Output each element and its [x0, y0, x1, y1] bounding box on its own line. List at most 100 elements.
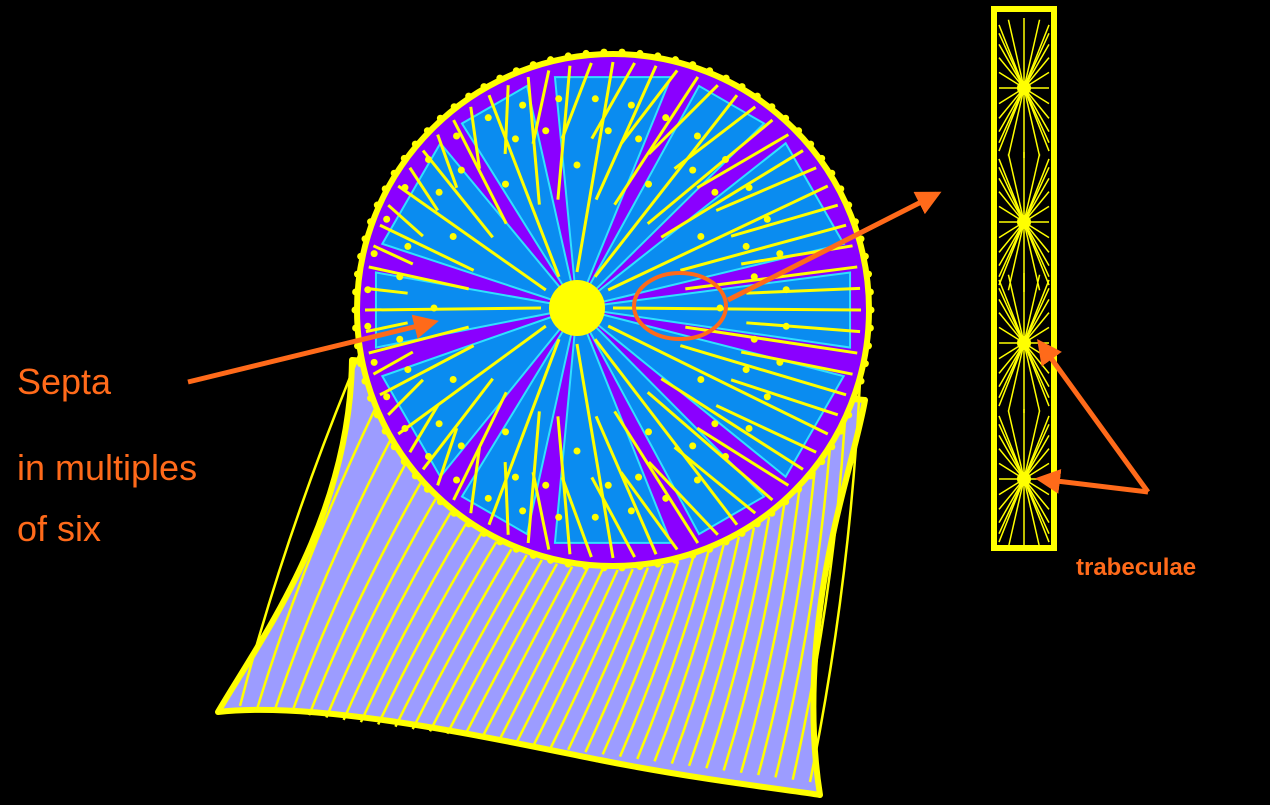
rim-dot [807, 141, 814, 148]
rim-dot [636, 563, 643, 570]
septum-dot [689, 442, 696, 449]
rim-dot [451, 510, 458, 517]
trabecula-center [1017, 81, 1031, 95]
septum-dot [743, 366, 750, 373]
rim-dot [354, 271, 361, 278]
septum-dot [450, 233, 457, 240]
rim-dot [513, 67, 520, 74]
rim-dot [412, 472, 419, 479]
trabeculae-section [994, 9, 1054, 549]
septum-dot [485, 114, 492, 121]
rim-dot [862, 253, 869, 260]
rim-dot [818, 155, 825, 162]
septum-dot [401, 184, 408, 191]
rim-dot [424, 486, 431, 493]
septum-dot [605, 482, 612, 489]
multiples-label-line1: in multiples [17, 450, 197, 486]
rim-dot [361, 378, 368, 385]
rim-dot [496, 75, 503, 82]
septum-dot [383, 216, 390, 223]
septum-dot [711, 420, 718, 427]
trabecula-center [1017, 215, 1031, 229]
septum-dot [371, 359, 378, 366]
rim-dot [424, 127, 431, 134]
rim-dot [530, 552, 537, 559]
septum-line [365, 308, 541, 310]
rim-dot [530, 61, 537, 68]
rim-dot [382, 185, 389, 192]
rim-dot [828, 170, 835, 177]
rim-dot [401, 458, 408, 465]
septum-dot [694, 132, 701, 139]
rim-dot [768, 510, 775, 517]
septum-dot [404, 243, 411, 250]
septum-dot [689, 167, 696, 174]
rim-dot [600, 564, 607, 571]
rim-dot [754, 93, 761, 100]
rim-dot [768, 103, 775, 110]
septum-dot [746, 425, 753, 432]
septum-dot [776, 250, 783, 257]
septum-dot [717, 305, 724, 312]
septum-dot [519, 507, 526, 514]
rim-dot [837, 185, 844, 192]
rim-dot [437, 115, 444, 122]
septum-dot [502, 181, 509, 188]
rim-dot [352, 324, 359, 331]
septum-dot [371, 250, 378, 257]
trabeculae-label: trabeculae [1076, 556, 1196, 580]
rim-dot [583, 50, 590, 57]
rim-dot [391, 170, 398, 177]
rim-dot [412, 141, 419, 148]
septum-dot [751, 273, 758, 280]
rim-dot [706, 546, 713, 553]
septum-dot [450, 376, 457, 383]
septum-dot [783, 323, 790, 330]
septum-dot [364, 323, 371, 330]
rim-dot [739, 530, 746, 537]
septum-dot [764, 393, 771, 400]
septum-dot [635, 474, 642, 481]
rim-dot [481, 83, 488, 90]
septum-dot [662, 114, 669, 121]
septum-dot [396, 336, 403, 343]
septum-dot [512, 474, 519, 481]
rim-dot [357, 360, 364, 367]
rim-dot [706, 67, 713, 74]
septum-dot [628, 507, 635, 514]
rim-dot [513, 546, 520, 553]
rim-dot [374, 202, 381, 209]
septa-label: Septa [17, 364, 111, 400]
septum-dot [746, 184, 753, 191]
septum-dot [697, 376, 704, 383]
rim-dot [865, 271, 872, 278]
septum-dot [645, 428, 652, 435]
rim-dot [565, 52, 572, 59]
septum-dot [436, 189, 443, 196]
septum-dot [743, 243, 750, 250]
septum-dot [574, 162, 581, 169]
rim-dot [619, 564, 626, 571]
septum-dot [512, 135, 519, 142]
septum-dot [458, 442, 465, 449]
rim-dot [547, 56, 554, 63]
septum-dot [542, 127, 549, 134]
rim-dot [807, 472, 814, 479]
rim-dot [367, 395, 374, 402]
septum-dot [605, 127, 612, 134]
septum-dot [645, 181, 652, 188]
rim-dot [672, 56, 679, 63]
rim-dot [465, 520, 472, 527]
rim-dot [852, 395, 859, 402]
septum-dot [776, 359, 783, 366]
rim-dot [795, 486, 802, 493]
rim-dot [723, 538, 730, 545]
septum-dot [453, 477, 460, 484]
rim-dot [451, 103, 458, 110]
septum-dot [396, 273, 403, 280]
septum-dot [502, 428, 509, 435]
septum-dot [555, 95, 562, 102]
septum-dot [485, 495, 492, 502]
rim-dot [636, 50, 643, 57]
